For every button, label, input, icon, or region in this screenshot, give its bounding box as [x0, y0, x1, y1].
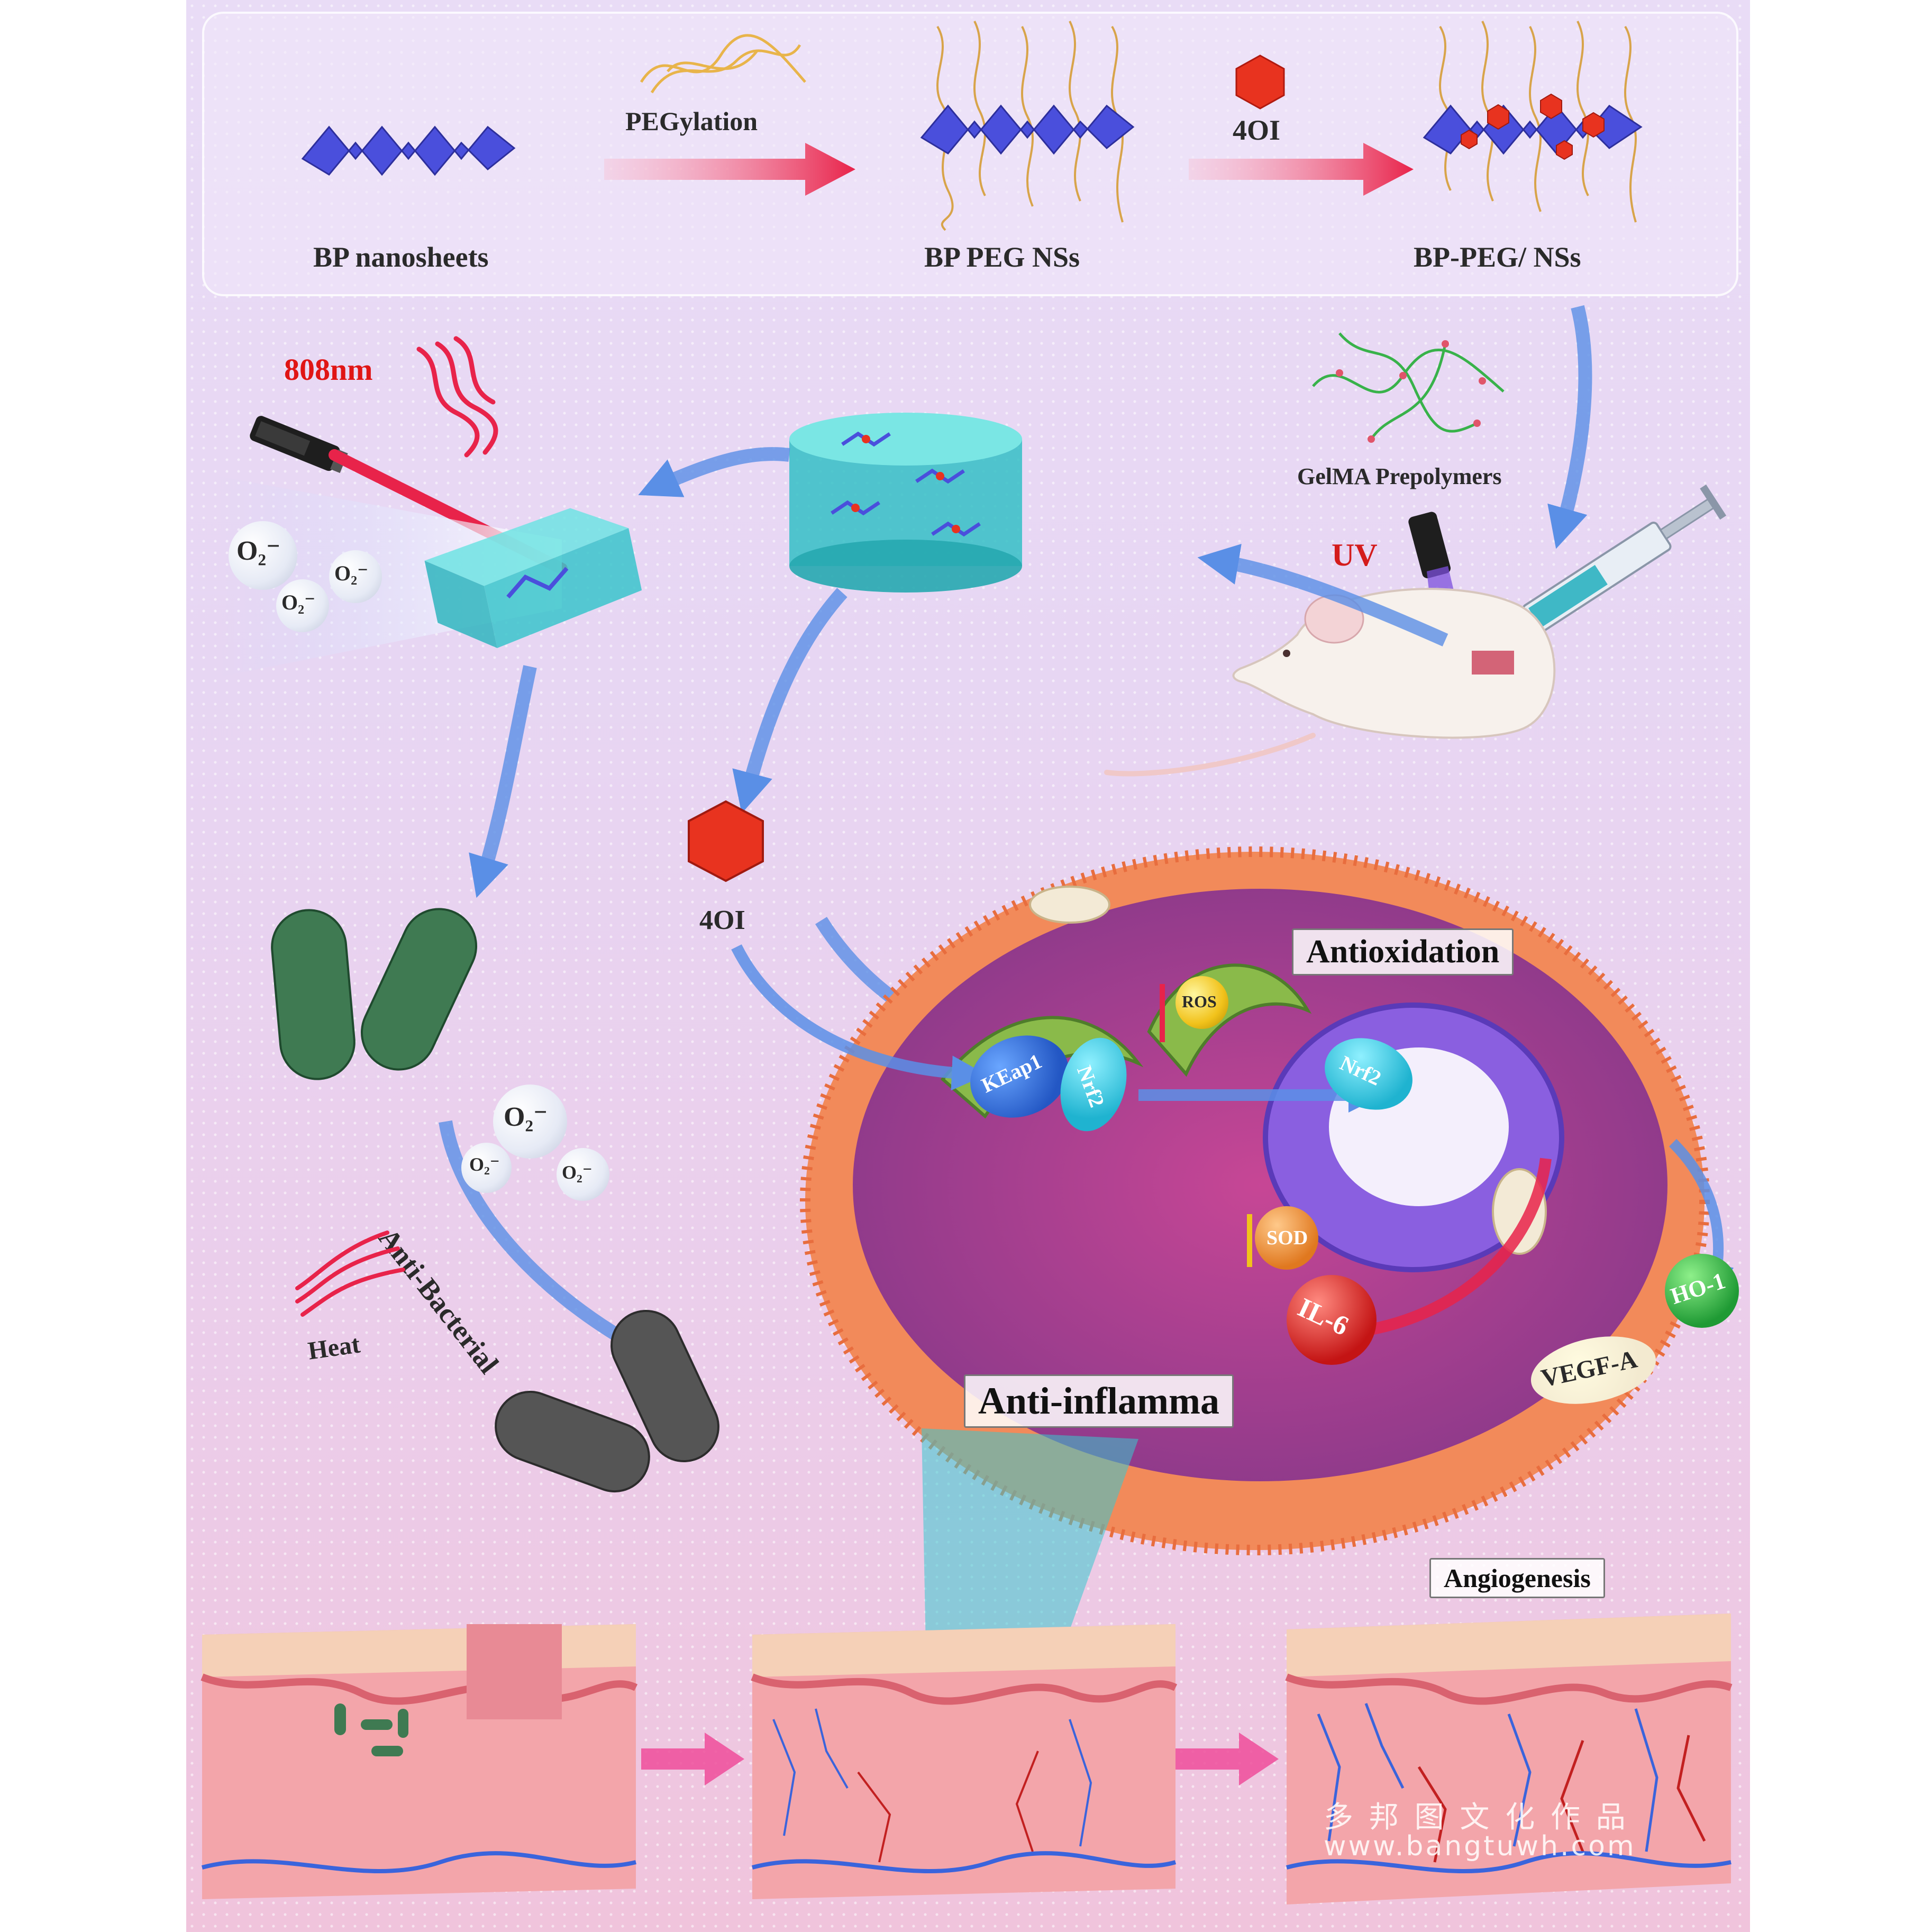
bp-peg-4oi-nanosheet-icon	[1423, 21, 1643, 223]
watermark-cn: 多 邦 图 文 化 作 品	[1324, 1800, 1629, 1835]
cell-membrane	[800, 846, 1710, 1555]
heat-label: Heat	[306, 1330, 362, 1365]
peg-strand-icon	[640, 34, 806, 94]
ho1-molecule	[1665, 1254, 1739, 1328]
four-oi-release-icon	[688, 800, 764, 882]
superoxide-bubble	[276, 579, 329, 632]
il6-molecule	[1287, 1275, 1377, 1365]
anti-inflamma-label: Anti-inflamma	[964, 1374, 1234, 1428]
figure-panel: BP nanosheets PEGylation BP PEG NSs 4OI	[186, 0, 1750, 1932]
superoxide-label: O₂⁻	[236, 536, 281, 566]
pegylation-label: PEGylation	[625, 106, 758, 136]
hydrogel-slab-irradiated	[424, 508, 642, 648]
nrf2-translocation-arrow	[1138, 1078, 1383, 1113]
bp-peg-nanosheet-icon	[920, 21, 1135, 231]
watermark-url: www.bangtuwh.com	[1324, 1830, 1636, 1862]
superoxide-bubble	[493, 1085, 567, 1159]
sod-up-arrow	[1247, 1214, 1252, 1267]
tissue-progress-arrow-1	[641, 1733, 744, 1785]
four-oi-label: 4OI	[1233, 114, 1281, 146]
nir-wave-icon	[416, 336, 498, 458]
bp-peg-4oi-nss-label: BP-PEG/ NSs	[1414, 241, 1581, 273]
superoxide-bubble	[229, 521, 297, 590]
sod-molecule	[1255, 1206, 1318, 1270]
skin-healed	[1285, 1614, 1733, 1904]
bp-nanosheets-label: BP nanosheets	[313, 241, 489, 273]
rat-icon	[1104, 588, 1556, 777]
four-oi-to-cell-arrow	[731, 944, 987, 1091]
gelma-prepolymers-label: GelMA Prepolymers	[1297, 463, 1502, 489]
superoxide-bubble	[557, 1148, 609, 1201]
superoxide-label: O₂⁻	[562, 1162, 593, 1183]
hydrogel-cylinder	[789, 413, 1022, 593]
heat-wave-icon	[295, 1231, 405, 1317]
superoxide-bubble	[461, 1143, 512, 1193]
angiogenesis-label: Angiogenesis	[1429, 1558, 1605, 1598]
bp-nanosheet-icon	[301, 125, 516, 176]
uv-label: UV	[1332, 537, 1378, 572]
superoxide-label: O₂⁻	[469, 1154, 500, 1175]
sod-label: SOD	[1266, 1227, 1308, 1249]
tissue-progress-arrow-2	[1175, 1733, 1279, 1785]
four-oi-hexagon-icon	[1235, 54, 1285, 110]
four-oi-arrow	[1189, 143, 1414, 196]
superoxide-bubble	[329, 550, 382, 603]
laser-wavelength-label: 808nm	[284, 352, 373, 387]
ros-down-arrow	[1160, 984, 1165, 1042]
ros-molecule	[1175, 976, 1228, 1029]
live-bacteria-icon	[271, 908, 478, 1080]
bp-peg-nss-label: BP PEG NSs	[924, 241, 1080, 273]
skin-wound-infected	[201, 1624, 638, 1899]
antioxidation-label: Antioxidation	[1292, 928, 1514, 976]
gelma-prepolymer-icon	[1312, 332, 1505, 443]
syringe-icon	[1498, 484, 1727, 642]
superoxide-label: O₂⁻	[334, 561, 369, 585]
pegylation-arrow	[604, 143, 855, 196]
superoxide-label: O₂⁻	[504, 1102, 548, 1132]
superoxide-label: O₂⁻	[281, 590, 316, 614]
skin-wound-treated	[751, 1624, 1178, 1899]
dead-bacteria-icon	[495, 1309, 719, 1493]
ros-label: ROS	[1182, 992, 1217, 1011]
four-oi-release-label: 4OI	[699, 905, 745, 935]
